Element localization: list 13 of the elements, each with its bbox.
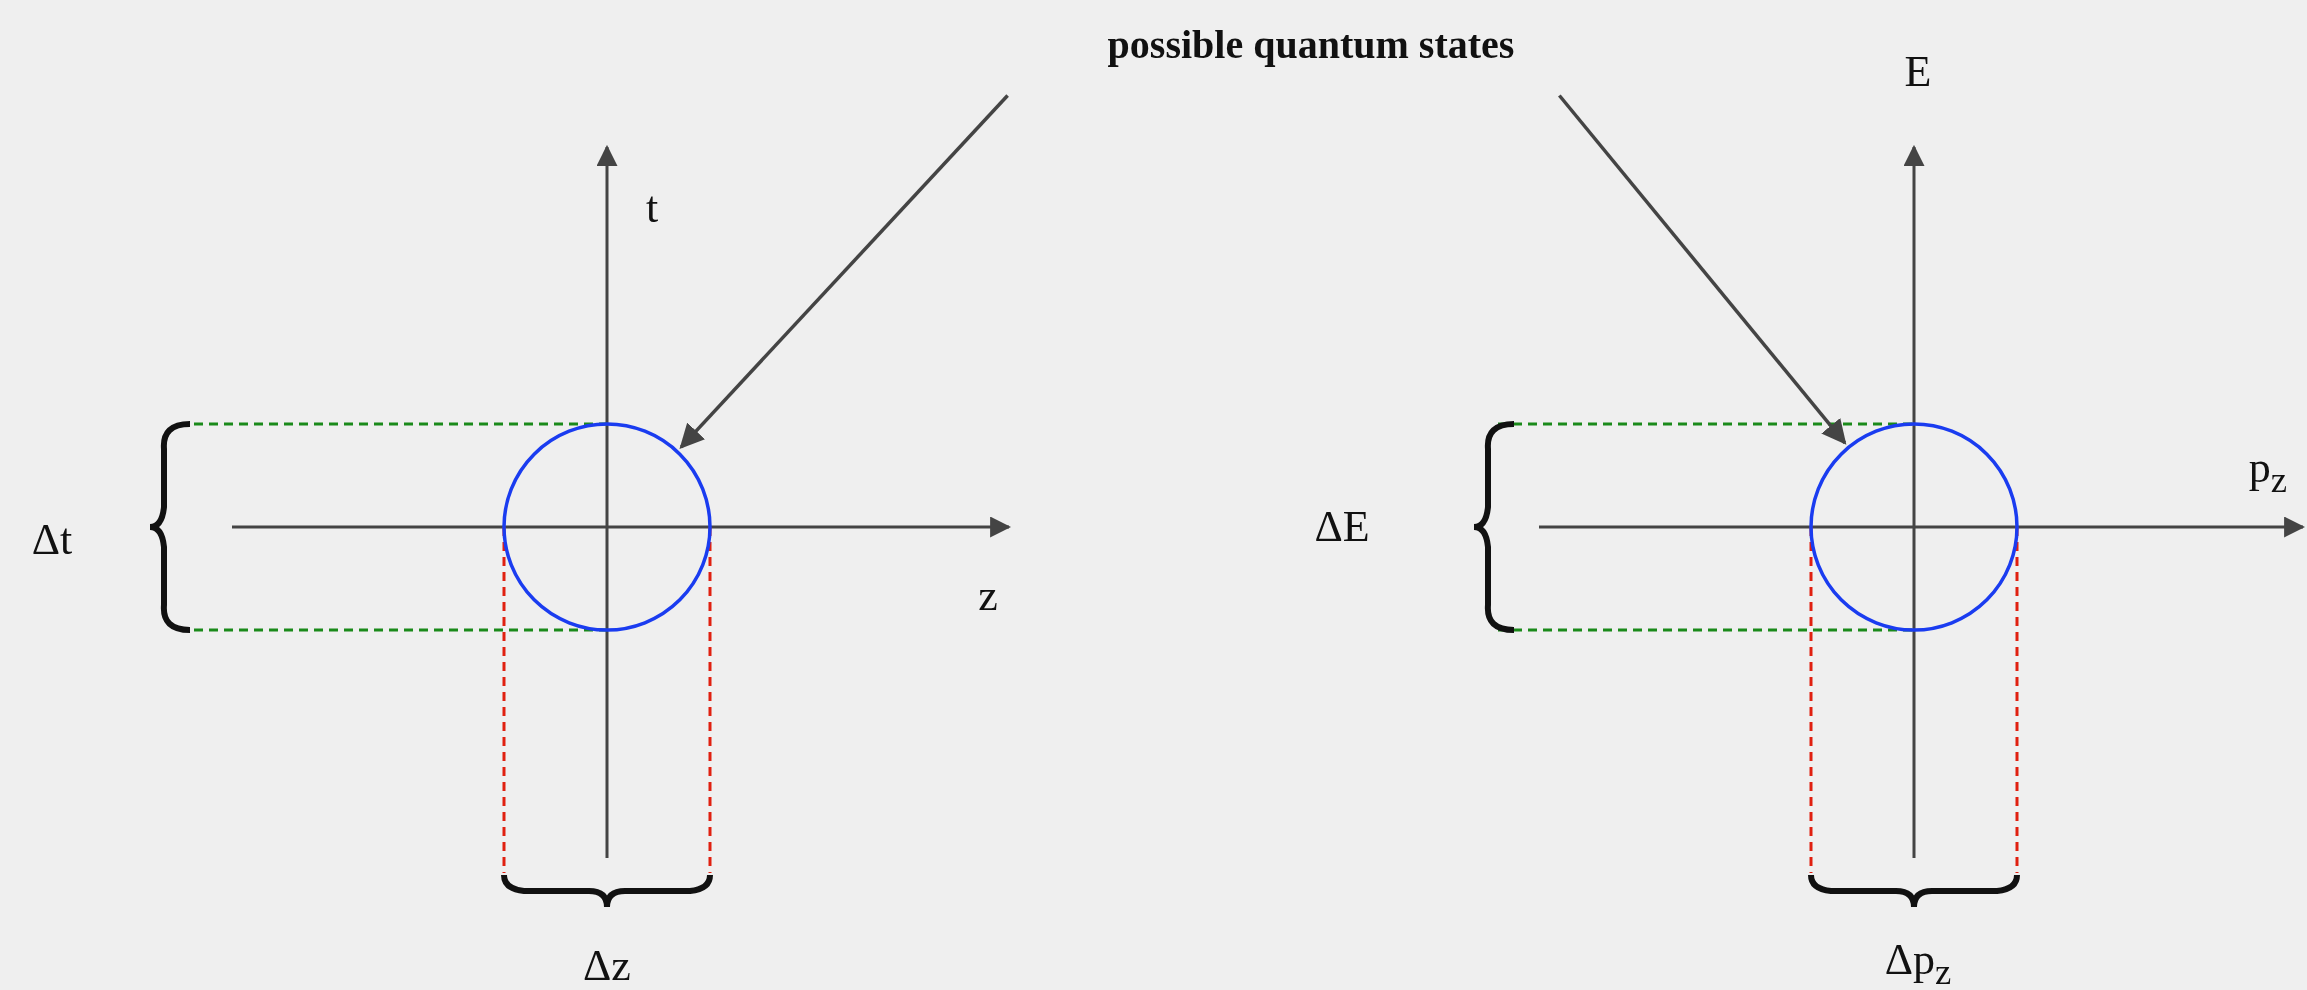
circle-outline bbox=[1809, 422, 2019, 632]
callout-text: possible quantum states bbox=[1107, 20, 1515, 68]
uncertainty-label: Δp$_{z}$ bbox=[1884, 937, 1952, 990]
uncertainty-label: Δt bbox=[31, 518, 73, 562]
axis-label: z bbox=[978, 574, 998, 618]
axis-label: p$_{z}$ bbox=[2248, 445, 2288, 499]
uncertainty-label: ΔE bbox=[1314, 505, 1370, 549]
axis-label: t bbox=[645, 186, 659, 230]
leader-arrow bbox=[1558, 94, 1847, 445]
axis-label: E bbox=[1904, 50, 1932, 94]
circle-outline bbox=[502, 422, 712, 632]
leader-arrow bbox=[679, 94, 1009, 449]
uncertainty-label: Δz bbox=[583, 944, 631, 988]
